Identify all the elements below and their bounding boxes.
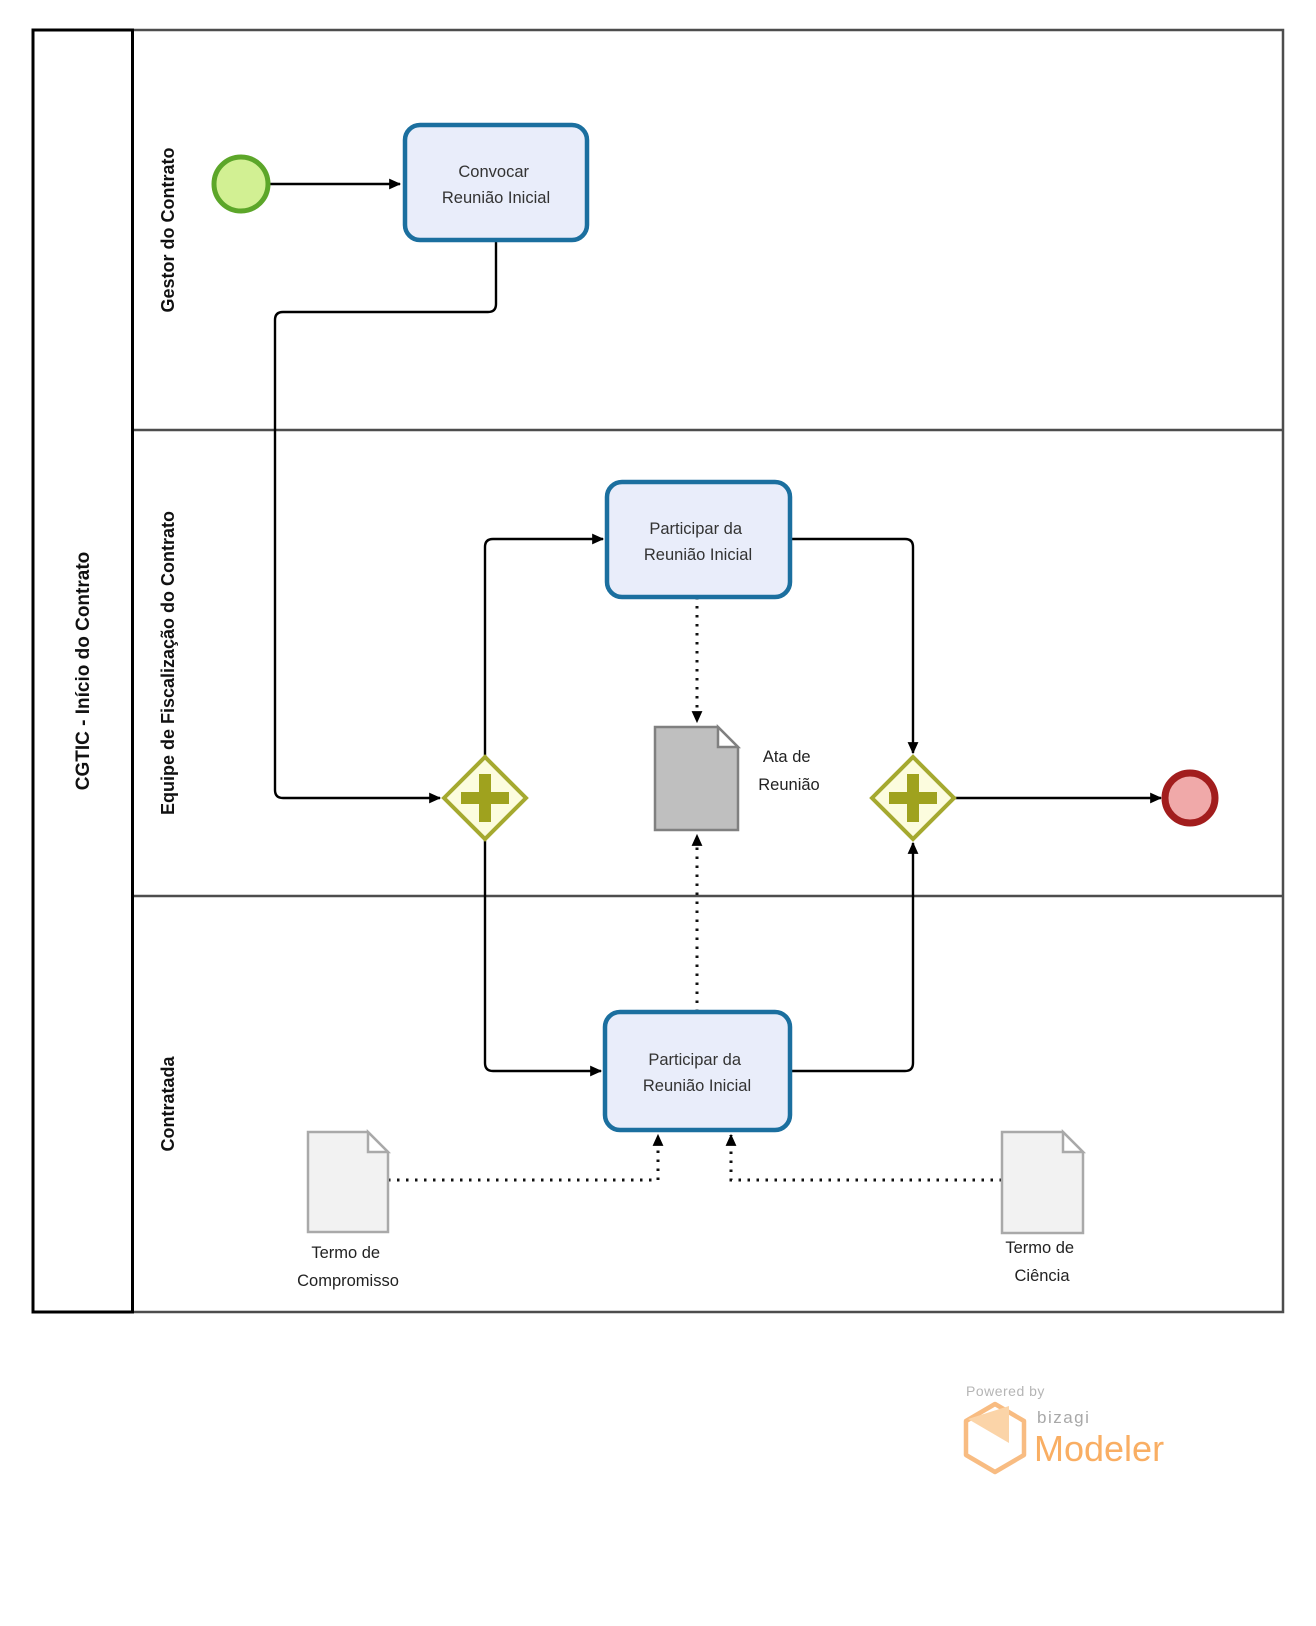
sequence-flows	[269, 178, 1163, 1077]
start-event	[211, 154, 271, 214]
pool: CGTIC - Início do Contrato Gestor do Con…	[31, 28, 1285, 1314]
task-shape	[402, 122, 590, 243]
data-object-label: Ata de Reunião	[758, 748, 819, 794]
task-label: Participar da Reunião Inicial	[644, 520, 752, 564]
data-object-label: Termo de Compromisso	[297, 1244, 399, 1290]
document-icon	[1000, 1130, 1085, 1235]
task-label: Convocar Reunião Inicial	[442, 163, 550, 207]
document-fold-icon	[716, 723, 742, 749]
parallel-gateway-left	[441, 754, 529, 842]
task-shape	[604, 479, 793, 600]
task-participar-reuniao-inicial-contratada: Participar da Reunião Inicial	[602, 1009, 793, 1133]
sequence-flow-gateway-to-participar-bottom	[483, 839, 603, 1077]
plus-icon	[889, 774, 937, 822]
lane-label-gestor-do-contrato: Gestor do Contrato	[158, 147, 178, 312]
modeler-product-label: Modeler	[1034, 1428, 1164, 1469]
end-event-circle	[1161, 769, 1219, 827]
task-participar-reuniao-inicial-fiscalizacao: Participar da Reunião Inicial	[604, 479, 793, 600]
data-object-label: Termo de Ciência	[1005, 1239, 1078, 1285]
logo-flap	[968, 1406, 1009, 1443]
pool-title: CGTIC - Início do Contrato	[73, 552, 94, 791]
bizagi-brand-label: bizagi	[1037, 1408, 1090, 1427]
lane-label-contratada: Contratada	[158, 1056, 178, 1152]
document-fold-icon	[1061, 1128, 1087, 1154]
task-convocar-reuniao-inicial: Convocar Reunião Inicial	[402, 122, 590, 243]
bizagi-logo-icon	[963, 1401, 1027, 1475]
end-event	[1161, 769, 1219, 827]
powered-by-label: Powered by	[966, 1383, 1045, 1399]
sequence-flow-participar-top-to-gateway-right	[790, 537, 919, 755]
association-compromisso-to-participar	[388, 1133, 664, 1182]
document-fold-icon	[366, 1128, 392, 1154]
lane-label-equipe-fiscalizacao: Equipe de Fiscalização do Contrato	[158, 511, 178, 815]
data-associations	[388, 597, 1002, 1182]
task-shape	[602, 1009, 793, 1133]
plus-icon	[461, 774, 509, 822]
data-object-termo-de-ciencia: Termo de Ciência	[1000, 1128, 1087, 1285]
start-event-circle	[211, 154, 271, 214]
sequence-flow-participar-bottom-to-gateway-right	[790, 841, 919, 1073]
task-label: Participar da Reunião Inicial	[643, 1051, 751, 1095]
pool-header	[31, 28, 134, 1314]
parallel-gateway-right	[869, 754, 957, 842]
association-ciencia-to-participar	[725, 1133, 1002, 1182]
sequence-flow-gateway-to-participar-top	[483, 533, 605, 757]
document-icon	[653, 725, 740, 832]
data-object-termo-de-compromisso: Termo de Compromisso	[297, 1128, 399, 1290]
footer-branding: Powered by bizagi Modeler	[963, 1383, 1164, 1475]
data-object-ata-de-reuniao: Ata de Reunião	[653, 723, 820, 832]
sequence-flow-convocar-to-gateway-left	[273, 240, 498, 804]
document-icon	[306, 1130, 390, 1234]
